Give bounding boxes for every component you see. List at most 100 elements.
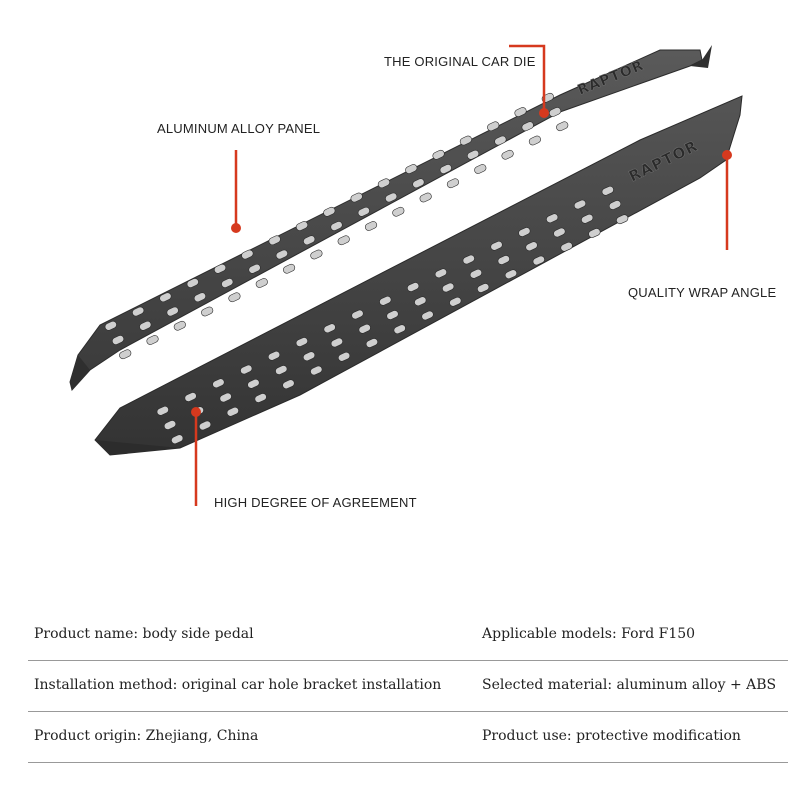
tread-hole <box>487 121 500 132</box>
tread-hole <box>330 337 343 348</box>
tread-hole <box>275 365 288 375</box>
tread-hole <box>358 323 371 334</box>
tread-hole <box>173 320 186 331</box>
tread-hole <box>494 135 507 146</box>
tread-hole <box>254 393 267 403</box>
tread-hole <box>528 135 541 146</box>
tread-hole <box>323 206 336 217</box>
tread-hole <box>201 306 214 317</box>
tread-hole <box>588 228 601 238</box>
tread-hole <box>501 149 514 160</box>
tread-hole <box>556 121 569 132</box>
tread-hole <box>303 235 316 246</box>
tread-hole <box>504 269 518 280</box>
tread-hole <box>193 292 207 303</box>
tread-hole <box>365 338 378 348</box>
tread-hole <box>166 306 179 317</box>
tread-hole <box>514 107 527 117</box>
tread-hole <box>469 268 483 279</box>
tread-hole <box>267 350 281 361</box>
spec-applicable-models: Applicable models: Ford F150 <box>482 626 696 642</box>
tread-hole <box>163 420 177 430</box>
tread-hole <box>357 206 370 217</box>
tread-hole <box>186 278 199 288</box>
tread-hole <box>184 392 197 402</box>
tread-hole <box>377 178 390 189</box>
tread-hole <box>407 282 420 292</box>
tread-hole <box>198 420 212 431</box>
tread-hole <box>104 320 117 331</box>
tread-hole <box>412 178 425 189</box>
callout-aluminum-alloy-panel: ALUMINUM ALLOY PANEL <box>157 121 321 136</box>
upper-tread-holes <box>104 92 569 360</box>
tread-hole <box>295 337 308 347</box>
tread-hole <box>337 235 350 246</box>
tread-hole <box>521 121 534 132</box>
tread-hole <box>414 296 427 307</box>
tread-hole <box>171 434 184 445</box>
tread-hole <box>608 200 622 210</box>
tread-hole <box>213 263 227 274</box>
tread-hole <box>247 378 260 389</box>
tread-hole <box>283 263 296 274</box>
tread-hole <box>323 323 336 334</box>
spec-product-name: Product name: body side pedal <box>34 626 254 642</box>
tread-hole <box>351 309 364 320</box>
tread-hole <box>248 263 261 274</box>
tread-hole <box>226 406 239 417</box>
tread-hole <box>310 365 323 376</box>
tread-hole <box>212 378 225 389</box>
spec-product-use: Product use: protective modification <box>482 728 741 744</box>
tread-hole <box>302 351 316 362</box>
tread-hole <box>337 351 351 362</box>
tread-hole <box>255 278 268 288</box>
tread-hole <box>560 241 573 252</box>
tread-hole <box>474 164 487 174</box>
tread-hole <box>432 149 445 160</box>
tread-hole <box>156 405 169 416</box>
callout-leaders <box>191 44 732 506</box>
callout-high-degree-agreement: HIGH DEGREE OF AGREEMENT <box>214 495 417 510</box>
tread-hole <box>146 335 159 345</box>
tread-hole <box>364 221 378 231</box>
tread-hole <box>490 240 503 251</box>
spec-table: Product name: body side pedal Applicable… <box>28 610 788 763</box>
tread-hole <box>462 254 475 265</box>
spec-selected-material: Selected material: aluminum alloy + ABS <box>482 677 777 693</box>
tread-hole <box>421 310 434 321</box>
spec-product-origin: Product origin: Zhejiang, China <box>34 728 259 744</box>
tread-hole <box>419 192 432 203</box>
tread-hole <box>525 241 538 252</box>
lower-tread-holes <box>156 185 629 445</box>
lower-running-board: RAPTOR <box>94 95 743 456</box>
spec-row: Installation method: original car hole b… <box>28 661 788 712</box>
tread-hole <box>518 227 531 237</box>
tread-hole <box>119 349 132 360</box>
callout-original-car-die: THE ORIGINAL CAR DIE <box>384 54 536 69</box>
tread-hole <box>405 164 418 174</box>
tread-hole <box>282 379 295 390</box>
tread-hole <box>439 164 452 174</box>
tread-hole <box>553 227 566 238</box>
tread-hole <box>392 206 405 217</box>
tread-hole <box>497 255 510 265</box>
tread-hole <box>132 306 145 317</box>
product-illustration: RAPTOR RAPTOR <box>69 44 743 506</box>
spec-row: Product origin: Zhejiang, China Product … <box>28 712 788 763</box>
tread-hole <box>393 324 406 335</box>
tread-hole <box>434 268 448 279</box>
tread-hole <box>241 249 254 260</box>
spec-installation-method: Installation method: original car hole b… <box>34 677 442 693</box>
tread-hole <box>548 107 562 117</box>
tread-hole <box>310 249 323 260</box>
tread-hole <box>449 296 462 307</box>
tread-hole <box>295 221 309 231</box>
tread-hole <box>573 199 587 210</box>
tread-hole <box>219 392 232 403</box>
tread-hole <box>350 192 363 203</box>
spec-row: Product name: body side pedal Applicable… <box>28 610 788 661</box>
tread-hole <box>330 221 343 231</box>
tread-hole <box>459 135 472 146</box>
tread-hole <box>379 295 392 306</box>
tread-hole <box>240 364 253 375</box>
